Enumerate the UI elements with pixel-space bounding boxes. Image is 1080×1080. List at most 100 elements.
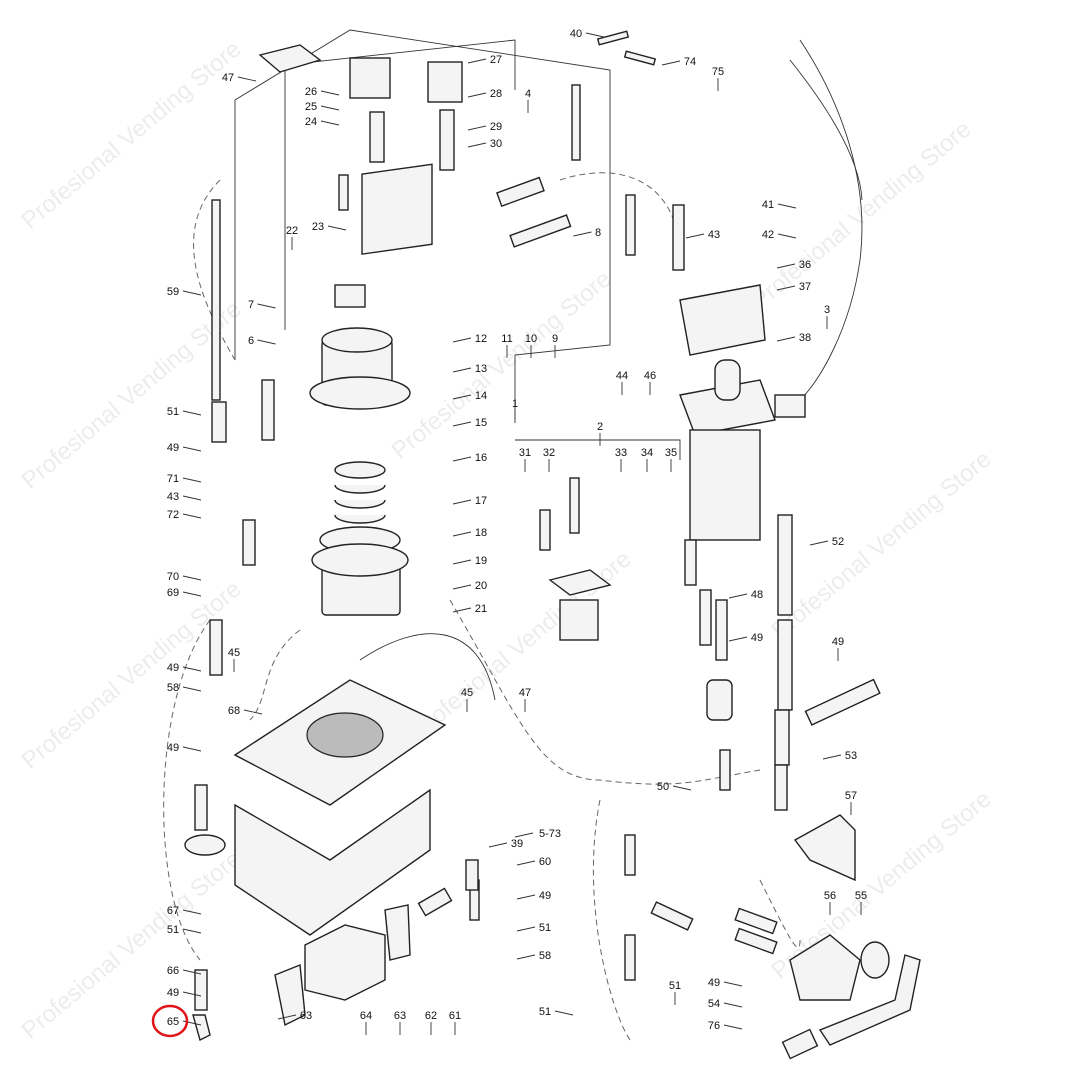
leader-line [182, 591, 202, 597]
leader-line [257, 339, 276, 345]
leader-line [182, 909, 202, 915]
callout-number: 54 [708, 998, 720, 1010]
callout-number: 49 [832, 636, 844, 648]
callout-63: 63 [394, 1010, 406, 1035]
callout-number: 47 [519, 687, 531, 699]
leader-line [452, 559, 472, 565]
callout-number: 61 [449, 1010, 461, 1022]
callout-28: 28 [467, 88, 502, 100]
callout-24: 24 [305, 116, 340, 128]
callout-number: 41 [762, 199, 774, 211]
callout-number: 57 [845, 790, 857, 802]
leader-line [452, 367, 472, 373]
callout-63: 63 [277, 1010, 312, 1022]
callout-number: 60 [539, 856, 551, 868]
callout-number: 2 [597, 421, 603, 433]
callout-49: 49 [167, 742, 202, 754]
callout-27: 27 [467, 54, 502, 66]
leader-line [777, 233, 797, 239]
callout-33: 33 [615, 447, 627, 472]
callout-1: 1 [512, 398, 518, 423]
leader-line [182, 666, 202, 672]
callout-49: 49 [167, 662, 202, 674]
callout-number: 59 [167, 286, 179, 298]
callout-43: 43 [685, 229, 720, 241]
leader-line [585, 32, 605, 38]
callout-34: 34 [641, 447, 653, 472]
callout-number: 3 [824, 304, 830, 316]
callout-58: 58 [167, 682, 202, 694]
callout-number: 64 [360, 1010, 372, 1022]
callout-9: 9 [552, 333, 558, 358]
callout-number: 34 [641, 447, 653, 459]
callout-number: 76 [708, 1020, 720, 1032]
callout-51: 51 [167, 406, 202, 418]
leader-line [452, 421, 472, 427]
leader-line [182, 495, 202, 501]
callout-8: 8 [573, 227, 601, 239]
parts [184, 30, 921, 1060]
callout-number: 4 [525, 88, 531, 100]
callout-number: 8 [595, 227, 601, 239]
callout-number: 49 [539, 890, 551, 902]
callout-72: 72 [167, 509, 202, 521]
callout-53: 53 [822, 750, 857, 762]
callout-number: 71 [167, 473, 179, 485]
callout-number: 51 [539, 922, 551, 934]
callout-number: 37 [799, 281, 811, 293]
leader-line [467, 125, 487, 131]
callout-60: 60 [516, 856, 551, 868]
callout-number: 42 [762, 229, 774, 241]
callout-37: 37 [776, 281, 811, 293]
callout-11: 11 [501, 333, 513, 358]
callout-number: 51 [539, 1006, 551, 1018]
callout-5-73: 5-73 [514, 828, 561, 840]
leader-line [320, 105, 340, 111]
callout-number: 50 [657, 781, 669, 793]
callout-number: 11 [501, 333, 512, 345]
leader-line [182, 991, 202, 997]
callout-number: 17 [475, 495, 487, 507]
leader-line [728, 636, 748, 642]
callout-47: 47 [222, 72, 257, 84]
callout-32: 32 [543, 447, 555, 472]
leader-line [452, 394, 472, 400]
callout-44: 44 [616, 370, 628, 395]
leader-line [257, 303, 276, 309]
callout-18: 18 [452, 527, 487, 539]
callout-23: 23 [312, 221, 347, 233]
leader-line [182, 686, 202, 692]
callout-67: 67 [167, 905, 202, 917]
leader-line [182, 290, 202, 296]
callout-51: 51 [167, 924, 202, 936]
callout-29: 29 [467, 121, 502, 133]
callout-number: 49 [167, 442, 179, 454]
svg-text:Profesional Vending Store: Profesional Vending Store [17, 846, 247, 1045]
callout-number: 68 [228, 705, 240, 717]
leader-line [467, 92, 487, 98]
leader-line [516, 894, 536, 900]
leader-line [452, 607, 472, 613]
callout-number: 65 [167, 1016, 179, 1028]
callout-59: 59 [167, 286, 202, 298]
callout-number: 5-73 [539, 828, 561, 840]
leader-line [182, 446, 202, 452]
leader-line [182, 410, 202, 416]
leader-line [452, 456, 472, 462]
callout-number: 15 [475, 417, 487, 429]
callout-49: 49 [516, 890, 551, 902]
callout-49: 49 [167, 987, 202, 999]
callout-17: 17 [452, 495, 487, 507]
callout-54: 54 [708, 998, 743, 1010]
svg-text:Profesional Vending Store: Profesional Vending Store [387, 266, 617, 465]
leader-line [182, 969, 202, 975]
callout-14: 14 [452, 390, 487, 402]
callout-21: 21 [452, 603, 487, 615]
leader-line [809, 540, 829, 546]
leader-line [723, 981, 743, 987]
callout-number: 33 [615, 447, 627, 459]
callout-46: 46 [644, 370, 656, 395]
callout-68: 68 [228, 705, 263, 717]
leader-line [516, 954, 536, 960]
